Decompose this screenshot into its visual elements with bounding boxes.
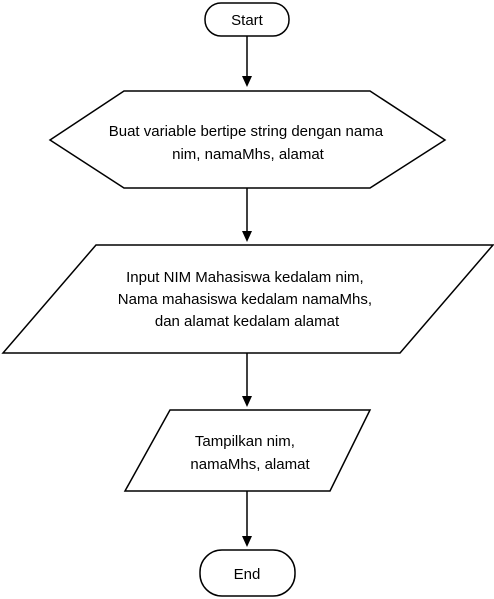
arrowhead: [242, 76, 252, 87]
declare-line-1: Buat variable bertipe string dengan nama: [109, 123, 384, 140]
output-line-1: Tampilkan nim,: [195, 433, 295, 450]
end-label: End: [234, 566, 261, 583]
declare-label: Buat variable bertipe string dengan nama…: [109, 123, 388, 163]
connector-declare-to-input: [242, 188, 252, 242]
preparation-hexagon-shape: [48, 90, 447, 189]
arrowhead: [242, 231, 252, 242]
end-terminator-shape: [199, 549, 296, 597]
input-line-2: Nama mahasiswa kedalam namaMhs,: [118, 291, 372, 308]
start-node: Start: [204, 2, 290, 37]
output-label: Tampilkan nim, namaMhs, alamat: [190, 433, 310, 473]
declare-line-2: nim, namaMhs, alamat: [172, 146, 325, 163]
start-label: Start: [231, 12, 264, 29]
arrowhead: [242, 536, 252, 547]
input-line-1: Input NIM Mahasiswa kedalam nim,: [126, 269, 364, 286]
connector-output-to-end: [242, 491, 252, 547]
arrowhead: [242, 396, 252, 407]
input-parallelogram-shape: [1, 244, 494, 354]
input-line-3: dan alamat kedalam alamat: [155, 313, 340, 330]
connector-input-to-output: [242, 353, 252, 407]
declare-variables-node: Buat variable bertipe string dengan nama…: [48, 90, 447, 189]
output-parallelogram-shape: [123, 409, 372, 492]
connector-start-to-declare: [242, 36, 252, 87]
output-data-node: Tampilkan nim, namaMhs, alamat: [123, 409, 372, 492]
end-node: End: [199, 549, 296, 597]
input-label: Input NIM Mahasiswa kedalam nim, Nama ma…: [118, 269, 376, 330]
input-data-node: Input NIM Mahasiswa kedalam nim, Nama ma…: [1, 244, 494, 354]
output-line-2: namaMhs, alamat: [190, 456, 310, 473]
